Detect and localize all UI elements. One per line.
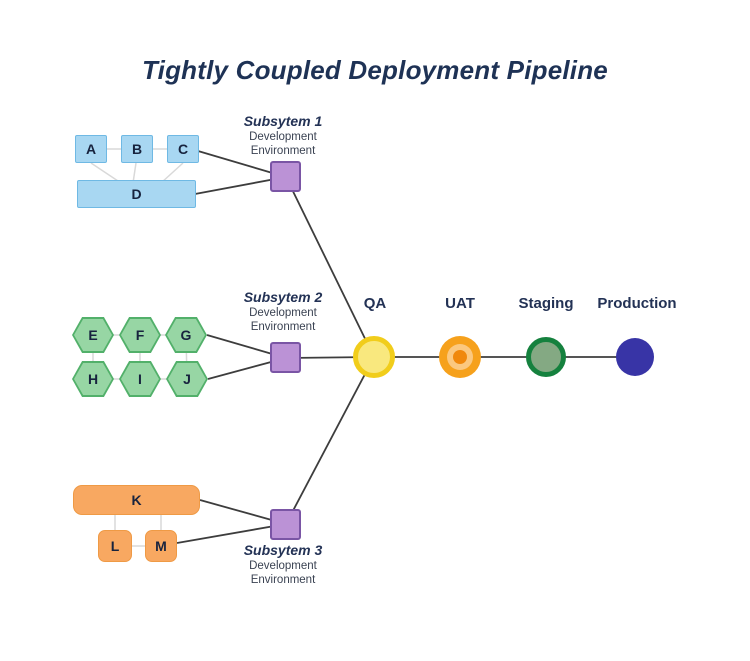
node-e: E: [72, 317, 114, 353]
node-d: D: [77, 180, 196, 208]
node-c: C: [167, 135, 199, 163]
node-label: F: [135, 327, 145, 343]
subsystem-3-label: Subsytem 3 Development Environment: [203, 542, 363, 587]
node-label: G: [180, 327, 192, 343]
subsystem-2-dev-env-node: [270, 342, 301, 373]
node-label: M: [155, 538, 167, 554]
node-label: I: [138, 371, 142, 387]
node-label: C: [177, 141, 189, 157]
node-label: L: [110, 538, 120, 554]
node-b: B: [121, 135, 153, 163]
node-label: B: [131, 141, 143, 157]
node-a: A: [75, 135, 107, 163]
hex-fill: [121, 319, 159, 351]
node-f: F: [119, 317, 161, 353]
env-line: Environment: [250, 573, 316, 586]
stage-label-qa: QA: [363, 295, 387, 312]
node-k: K: [73, 485, 200, 515]
node-m: M: [145, 530, 177, 562]
production-stage-circle: [616, 338, 654, 376]
hex-fill: [121, 363, 159, 395]
env-line: Development: [249, 131, 317, 143]
qa-stage-circle: [353, 336, 395, 378]
node-label: K: [131, 492, 142, 508]
stage-label-production: Production: [597, 295, 677, 312]
node-h: H: [72, 361, 114, 397]
node-l: L: [98, 530, 132, 562]
node-label: E: [88, 327, 98, 343]
hex-fill: [168, 363, 206, 395]
node-j: J: [166, 361, 208, 397]
node-g: G: [165, 317, 207, 353]
subsystem-name: Subsytem 2: [243, 289, 323, 305]
pipeline-edges: [176, 150, 635, 544]
env-line: Environment: [250, 320, 316, 333]
subsystem-name: Subsytem 3: [243, 542, 323, 558]
node-label: J: [183, 371, 191, 387]
subsystem-1-dev-env-node: [270, 161, 301, 192]
hex-fill: [74, 319, 112, 351]
uat-stage-circle: [439, 336, 481, 378]
stage-label-uat: UAT: [445, 295, 475, 312]
diagram-title: Tightly Coupled Deployment Pipeline: [142, 55, 608, 85]
node-label: A: [85, 141, 97, 157]
uat-core: [453, 350, 467, 364]
subsystem-1-label: Subsytem 1 Development Environment: [203, 113, 363, 158]
stage-label-staging: Staging: [518, 295, 574, 312]
uat-ring: [447, 344, 473, 370]
subsystem-3-dev-env-node: [270, 509, 301, 540]
staging-stage-circle: [526, 337, 566, 377]
env-line: Development: [249, 560, 317, 572]
subsystem-2-label: Subsytem 2 Development Environment: [203, 289, 363, 334]
node-label: D: [131, 186, 142, 202]
env-line: Environment: [250, 144, 316, 157]
node-i: I: [119, 361, 161, 397]
node-label: H: [87, 371, 99, 387]
hex-fill: [74, 363, 112, 395]
subsystem-name: Subsytem 1: [243, 113, 323, 129]
env-line: Development: [249, 307, 317, 319]
hex-fill: [167, 319, 205, 351]
